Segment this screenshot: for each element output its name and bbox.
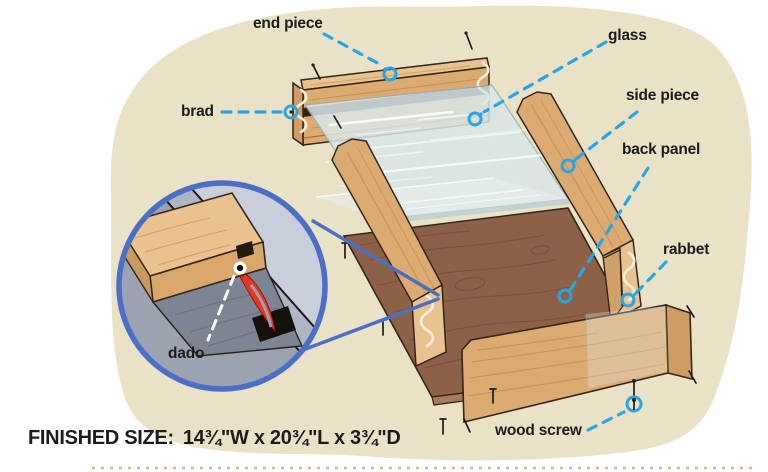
marker-wood-screw	[625, 395, 643, 413]
magnifier-ring	[116, 180, 328, 392]
finished-size-label: FINISHED SIZE:	[28, 427, 174, 449]
label-back-panel: back panel	[622, 141, 701, 158]
label-brad: brad	[181, 103, 214, 120]
label-wood-screw: wood screw	[495, 422, 582, 439]
label-end-piece: end piece	[253, 15, 323, 32]
marker-end-piece	[382, 66, 398, 82]
front-end-piece-board	[461, 303, 693, 424]
magnifier-connector-lines	[293, 219, 440, 355]
right-side-piece-board	[516, 91, 642, 324]
callout-line-wood-screw	[586, 410, 626, 432]
callout-line-side-piece	[574, 110, 639, 161]
callout-lines	[220, 32, 668, 432]
glue-bead-left-side	[419, 294, 435, 348]
finished-size-value: 14¾"W x 20¾"L x 3¾"D	[182, 427, 401, 449]
marker-rabbet	[620, 292, 636, 308]
marker-glass	[467, 111, 483, 127]
label-rabbet: rabbet	[663, 241, 710, 258]
finished-size-caption: FINISHED SIZE: 14¾"W x 20¾"L x 3¾"D	[28, 428, 401, 448]
callout-line-rabbet	[634, 260, 668, 295]
callout-markers	[283, 66, 643, 413]
label-glass: glass	[608, 27, 647, 44]
callout-line-end-piece	[322, 32, 385, 68]
marker-brad	[283, 104, 299, 120]
callout-line-back-panel	[569, 166, 650, 291]
marker-side-piece	[560, 158, 576, 174]
label-dado: dado	[168, 345, 205, 362]
label-side-piece: side piece	[626, 87, 699, 104]
callout-line-glass	[482, 40, 608, 114]
marker-back-panel	[557, 288, 573, 304]
dado-magnifier	[116, 180, 328, 392]
glue-bead-rabbet	[622, 251, 636, 302]
